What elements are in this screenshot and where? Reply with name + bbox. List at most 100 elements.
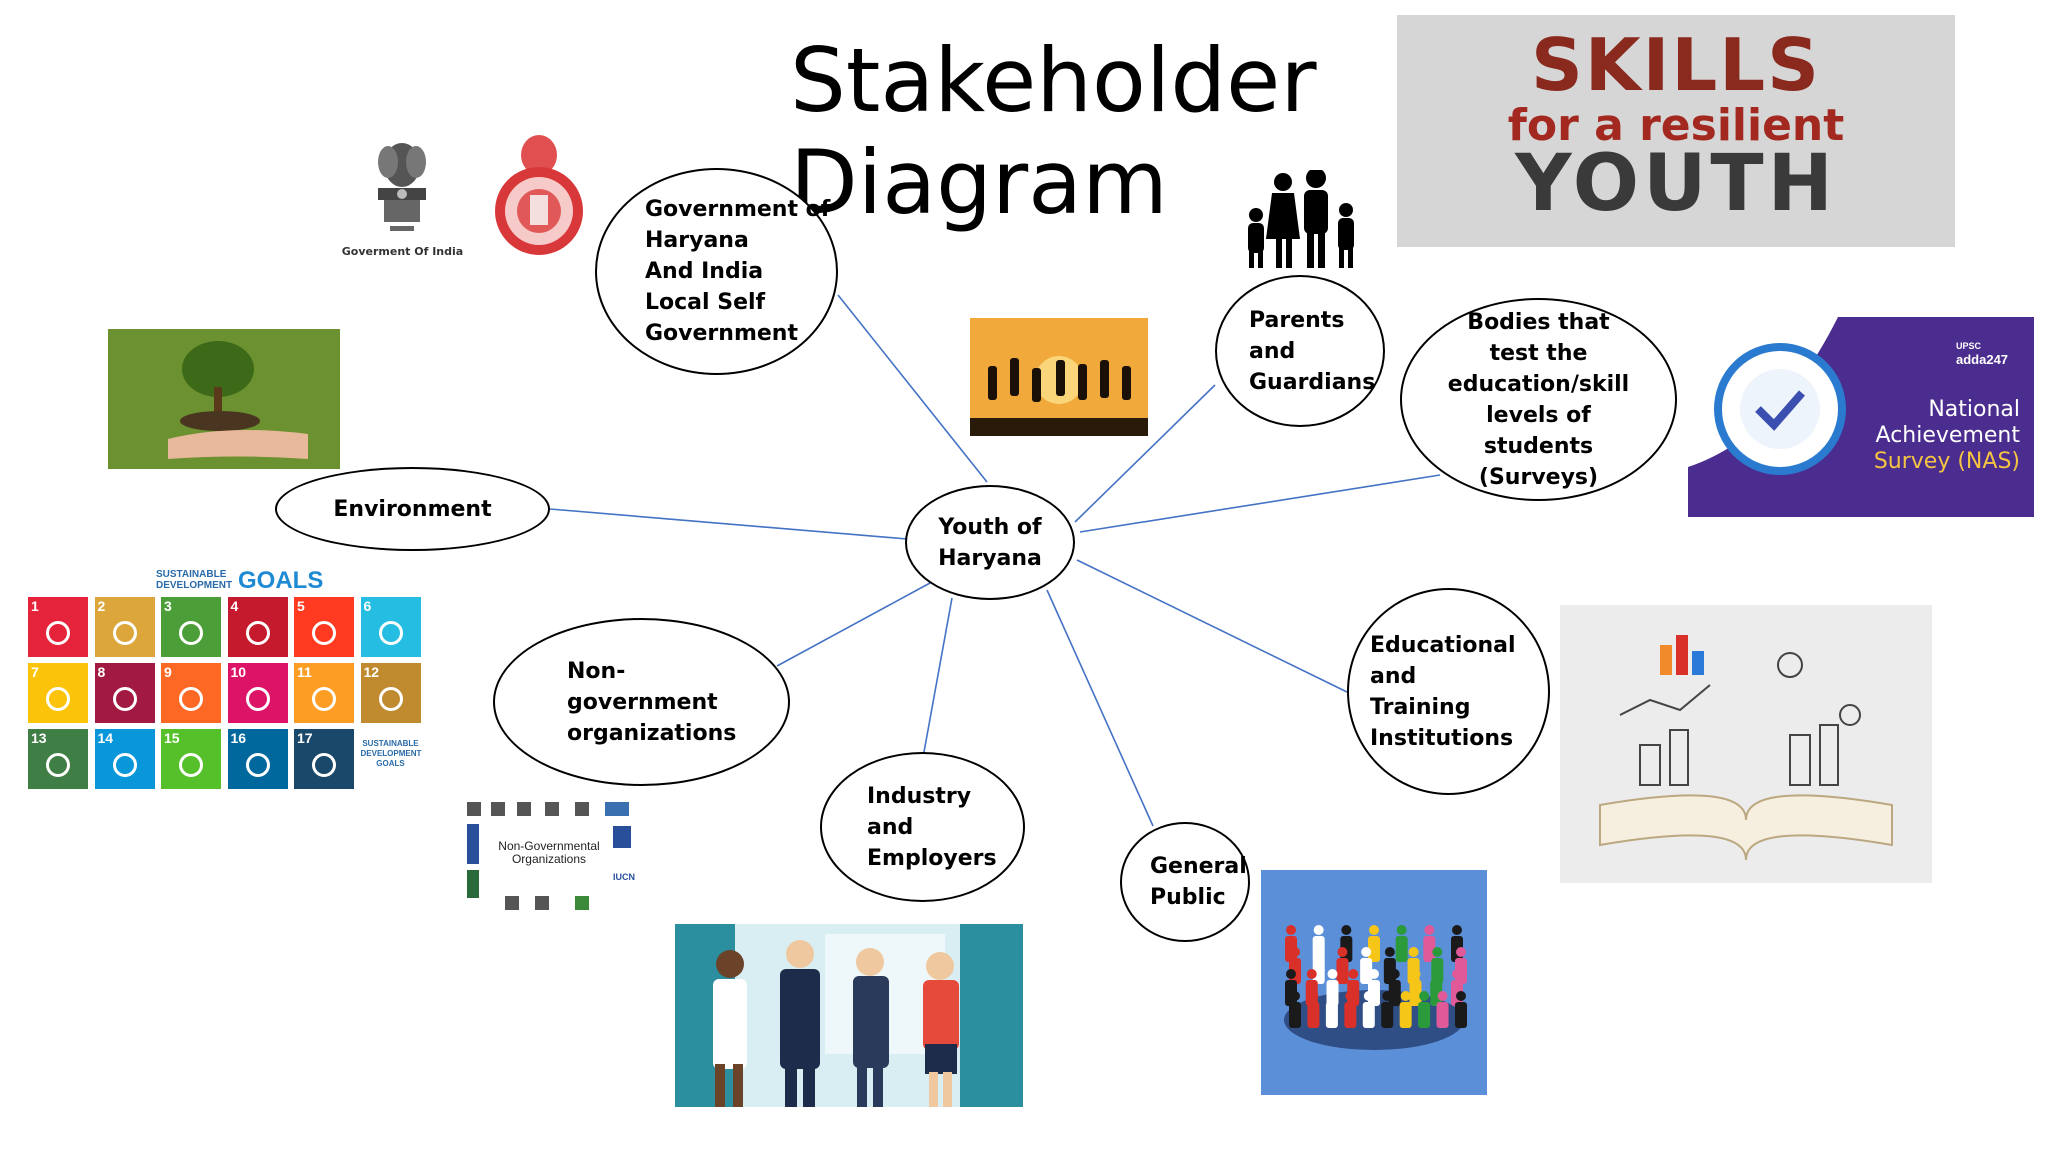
sdg-tile: 9: [161, 663, 221, 723]
crowd-person-head: [1313, 925, 1324, 935]
sdg-tile-icon: [378, 687, 403, 711]
node-label: Environment: [333, 496, 492, 522]
node-label: Bodies that test the education/skill lev…: [1447, 309, 1630, 490]
sdg-tile-icon: [245, 687, 270, 711]
sdg-tile-number: 10: [230, 664, 247, 680]
crowd-person-head: [1313, 947, 1324, 957]
sdg-tile-number: 13: [31, 730, 47, 746]
sdg-tile: 17: [294, 729, 354, 789]
crowd-person-head: [1437, 991, 1448, 1001]
crowd-person-body: [1312, 958, 1325, 984]
node-label: General Public: [1150, 854, 1247, 910]
crowd-person-head: [1348, 969, 1359, 979]
crowd-person-head: [1389, 969, 1400, 979]
crowd-person-head: [1369, 925, 1379, 935]
nas-brand-tag: UPSC: [1956, 341, 1982, 351]
nas-brand: adda247: [1956, 352, 2009, 367]
sdg-goals-word: GOALS: [238, 567, 324, 594]
crowd-person-head: [1286, 925, 1296, 935]
sdg-tile: 1: [28, 597, 88, 657]
sdg-tile-icon: [245, 621, 270, 645]
sdg-tile: 4: [227, 597, 288, 657]
sdg-tile-number: 14: [97, 730, 114, 746]
crowd-person-head: [1452, 969, 1462, 979]
ngo-logos-image: Non-Governmental Organizations IUCN: [465, 800, 637, 920]
sdg-tile-number: 2: [97, 598, 106, 614]
crowd-person-head: [1337, 947, 1348, 957]
sdg-tile-number: 8: [97, 664, 106, 680]
sdg-tile: 2: [94, 597, 155, 657]
page-title: Stakeholder Diagram: [790, 29, 1317, 234]
crowd-person-head: [1432, 947, 1443, 957]
connector-educational: [1076, 559, 1348, 693]
crowd-public-image: [1261, 870, 1487, 1095]
node-ngo: Non- government organizations: [493, 618, 790, 786]
ngo-caption: Non-Governmental Organizations: [498, 839, 600, 866]
crowd-person-head: [1345, 991, 1356, 1001]
connector-bodies: [1079, 474, 1441, 533]
crowd-person-head: [1308, 991, 1319, 1001]
crowd-person-body: [1325, 1002, 1338, 1028]
crowd-person-head: [1286, 969, 1296, 979]
node-label: Industry and Employers: [867, 783, 997, 871]
crowd-person-head: [1327, 969, 1338, 979]
crowd-person-body: [1307, 1002, 1320, 1028]
crowd-person-body: [1362, 1002, 1375, 1028]
crowd-person-head: [1431, 969, 1442, 979]
connector-parents: [1074, 384, 1216, 523]
sdg-tile: 7: [28, 663, 88, 723]
sdg-tile-number: 1: [31, 598, 39, 614]
connector-industry: [923, 597, 953, 753]
sdg-tile-number: 9: [164, 664, 172, 680]
sdg-tile-icon: [378, 621, 403, 645]
crowd-person-body: [1336, 958, 1349, 984]
crowd-person-head: [1369, 969, 1379, 979]
crowd-person-head: [1290, 947, 1300, 957]
crowd-person-head: [1382, 991, 1393, 1001]
crowd-person-head: [1326, 991, 1337, 1001]
sdg-tile-icon: [46, 621, 70, 645]
connector-public: [1046, 589, 1154, 827]
sdg-tile-number: 17: [297, 730, 313, 746]
node-educational-institutions: Educational and Training Institutions: [1347, 588, 1550, 795]
crowd-person-head: [1456, 991, 1466, 1001]
crowd-person-head: [1456, 947, 1466, 957]
crowd-person-head: [1361, 947, 1372, 957]
sdg-tile-number: 7: [31, 664, 39, 680]
sdg-tile: 16: [227, 729, 288, 789]
node-label: Non- government organizations: [567, 658, 737, 746]
crowd-person-body: [1399, 1002, 1412, 1028]
crowd-person-body: [1455, 1002, 1467, 1028]
crowd-person-head: [1290, 991, 1300, 1001]
sdg-tile-number: 4: [230, 598, 239, 614]
crowd-person-body: [1436, 1002, 1449, 1028]
emblem-caption: Goverment Of India: [341, 245, 464, 258]
skills-youth-banner: SKILLS for a resilient YOUTH: [1397, 15, 1955, 247]
node-industry: Industry and Employers: [820, 752, 1025, 902]
sdg-tile-number: 11: [297, 664, 312, 680]
crowd-person-body: [1395, 936, 1408, 962]
nas-title-line2: Achievement: [1875, 423, 2020, 448]
sdg-tile-icon: [112, 621, 137, 645]
sdg-tile-number: 12: [363, 664, 380, 680]
sdg-tile-icon: [112, 753, 137, 777]
sdg-tile: 10: [227, 663, 288, 723]
node-survey-bodies: Bodies that test the education/skill lev…: [1400, 298, 1677, 501]
education-book-image: [1560, 605, 1932, 883]
sdg-tile-icon: [312, 687, 336, 711]
connector-environment: [549, 508, 908, 540]
sdg-tile: 11: [294, 663, 354, 723]
crowd-person-body: [1388, 980, 1401, 1006]
connector-ngo: [776, 582, 931, 667]
node-environment: Environment: [275, 467, 550, 551]
environment-tree-image: [108, 329, 340, 469]
resilient-line: for a resilient: [1507, 100, 1845, 151]
node-label: Government of Haryana And India Local Se…: [645, 197, 831, 346]
sdg-tile: 5: [294, 597, 354, 657]
sdg-tile-number: 15: [164, 730, 180, 746]
node-government: Government of Haryana And India Local Se…: [595, 168, 838, 375]
sdg-tile-icon: [179, 687, 203, 711]
sdg-tile-number: 6: [363, 598, 372, 614]
